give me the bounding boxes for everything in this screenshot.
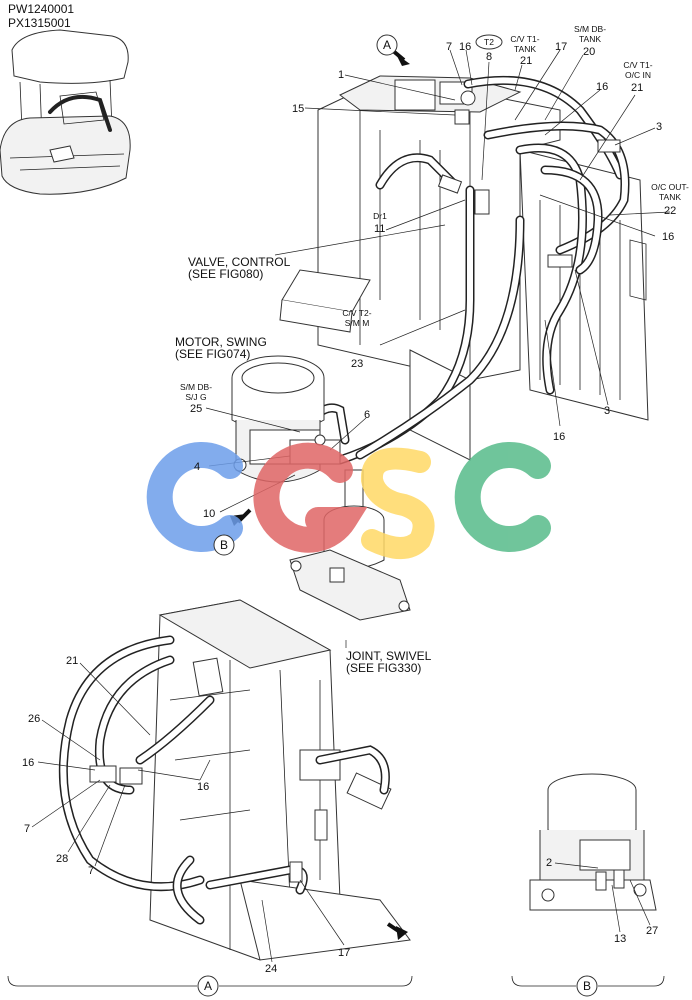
label-oc-out-tank-1: O/C OUT-	[651, 182, 689, 192]
t2-tag-oval	[475, 34, 503, 50]
callout-26: 26	[28, 713, 40, 725]
callout-21-top: 21	[520, 55, 532, 67]
label-cv-t1-oc-in-1: C/V T1-	[623, 60, 652, 70]
callout-3-mid: 3	[604, 405, 610, 417]
view-a-marker-bottom	[197, 975, 219, 997]
callout-11: 11	[374, 223, 385, 235]
callout-24: 24	[265, 963, 277, 975]
callout-22: 22	[664, 205, 676, 217]
callout-28: 28	[56, 853, 68, 865]
label-sm-db-tank-1: S/M DB-	[574, 24, 606, 34]
callout-7-top: 7	[446, 41, 452, 53]
callout-8: 8	[486, 51, 492, 63]
ref-joint-swivel-2: (SEE FIG330)	[346, 661, 421, 675]
model-code-2: PX1315001	[8, 16, 71, 30]
callout-15: 15	[292, 103, 304, 115]
callout-2: 2	[546, 857, 552, 869]
callout-16-right-b: 16	[662, 231, 674, 243]
control-valve-drawing	[279, 75, 649, 461]
t2-tag-label: T2	[484, 37, 494, 47]
view-a-drawing	[58, 599, 411, 961]
label-cv-t2-sm-m-1: C/V T2-	[342, 308, 371, 318]
callout-7-lower-a: 7	[24, 823, 30, 835]
callout-4: 4	[194, 461, 200, 473]
label-cv-t1-tank-2: TANK	[514, 44, 536, 54]
label-oc-out-tank-2: TANK	[659, 192, 681, 202]
callout-20: 20	[583, 46, 595, 58]
callout-3-top: 3	[656, 121, 662, 133]
callout-23: 23	[351, 358, 363, 370]
callout-16-mid: 16	[553, 431, 565, 443]
label-cv-t1-tank-1: C/V T1-	[510, 34, 539, 44]
view-b-marker-bottom-label: B	[583, 979, 591, 993]
callout-17-top: 17	[555, 41, 567, 53]
ref-motor-swing-1: MOTOR, SWING	[175, 335, 267, 349]
cgsc-watermark	[146, 442, 551, 559]
view-b-drawing	[529, 773, 657, 911]
view-b-marker-top-label: B	[220, 538, 228, 552]
label-dr1: Dr1	[373, 211, 387, 221]
callout-16-lower-mid: 16	[197, 781, 209, 793]
ref-valve-control-2: (SEE FIG080)	[188, 267, 263, 281]
label-sm-db-sj-g-2: S/J G	[185, 392, 206, 402]
view-a-marker-bottom-label: A	[204, 979, 212, 993]
callout-16-lower-left: 16	[22, 757, 34, 769]
ref-valve-control-1: VALVE, CONTROL	[188, 255, 291, 269]
model-code-1: PW1240001	[8, 2, 74, 16]
view-b-marker-top	[213, 534, 235, 556]
callout-6: 6	[364, 409, 370, 421]
view-a-marker-top-label: A	[383, 38, 391, 52]
ref-motor-swing-2: (SEE FIG074)	[175, 347, 250, 361]
callout-21-right: 21	[631, 82, 643, 94]
view-a-bracket	[7, 975, 413, 987]
callout-16-top: 16	[459, 41, 471, 53]
callout-10: 10	[203, 508, 215, 520]
label-cv-t2-sm-m-2: S/M M	[345, 318, 370, 328]
label-sm-db-sj-g-1: S/M DB-	[180, 382, 212, 392]
callout-1: 1	[338, 69, 344, 81]
callout-25: 25	[190, 403, 202, 415]
callout-7-lower-b: 7	[88, 865, 94, 877]
view-a-marker-top	[376, 34, 398, 56]
excavator-thumbnail	[0, 29, 131, 195]
callout-27: 27	[646, 925, 658, 937]
callout-13: 13	[614, 933, 626, 945]
callout-21-lower: 21	[66, 655, 78, 667]
callout-16-right-a: 16	[596, 81, 608, 93]
ref-joint-swivel-1: JOINT, SWIVEL	[346, 649, 432, 663]
leader-lines	[31, 49, 671, 963]
view-b-marker-bottom	[576, 975, 598, 997]
callout-17-lower: 17	[338, 947, 350, 959]
view-b-bracket	[511, 975, 665, 987]
label-cv-t1-oc-in-2: O/C IN	[625, 70, 651, 80]
label-sm-db-tank-2: TANK	[579, 34, 601, 44]
